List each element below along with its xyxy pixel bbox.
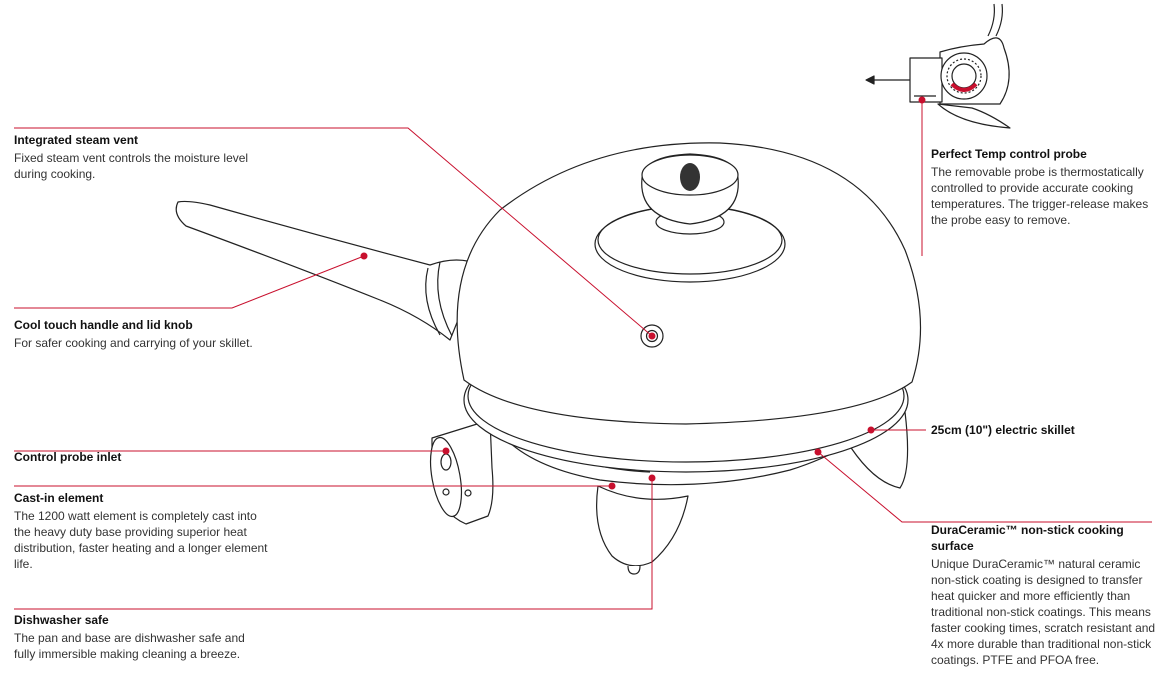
callout-description: Unique DuraCeramic™ natural ceramic non-… — [931, 557, 1156, 667]
callout-description: The pan and base are dishwasher safe and… — [14, 631, 245, 661]
leader-handle — [14, 255, 365, 309]
dot-element — [608, 482, 616, 490]
leader-steam-vent — [14, 127, 653, 337]
callout-title: Cast-in element — [14, 491, 104, 505]
leader-surface — [817, 451, 1152, 523]
back-leg — [845, 411, 909, 489]
dot-probe — [918, 96, 926, 104]
leader-dishwasher — [14, 478, 653, 610]
callout-title: Control probe inlet — [14, 450, 122, 464]
dot-steam-vent — [648, 332, 656, 340]
dot-surface — [814, 448, 822, 456]
dot-handle — [360, 252, 368, 260]
callout-title: Cool touch handle and lid knob — [14, 318, 193, 332]
callout-description: The 1200 watt element is completely cast… — [14, 509, 268, 571]
callout-dishwasher: Dishwasher safe The pan and base are dis… — [14, 612, 266, 662]
callout-probe: Perfect Temp control probe The removable… — [931, 146, 1161, 228]
cool-touch-handle — [175, 200, 481, 341]
callout-skillet: 25cm (10") electric skillet — [931, 423, 1075, 437]
callout-element: Cast-in element The 1200 watt element is… — [14, 490, 272, 572]
callout-probe-inlet: Control probe inlet — [14, 450, 121, 464]
callout-title: 25cm (10") electric skillet — [931, 423, 1075, 437]
callout-steam-vent: Integrated steam vent Fixed steam vent c… — [14, 132, 274, 182]
callout-surface: DuraCeramic™ non-stick cooking surface U… — [931, 522, 1163, 668]
dot-probe-inlet — [442, 447, 450, 455]
callout-title: DuraCeramic™ non-stick cooking surface — [931, 523, 1124, 553]
lid-dome — [456, 142, 922, 425]
dot-dishwasher — [648, 474, 656, 482]
callout-description: Fixed steam vent controls the moisture l… — [14, 151, 249, 181]
callout-title: Perfect Temp control probe — [931, 147, 1087, 161]
callout-description: The removable probe is thermostatically … — [931, 165, 1149, 227]
skillet-illustration — [175, 3, 1011, 575]
callout-description: For safer cooking and carrying of your s… — [14, 336, 253, 350]
front-leg — [596, 485, 689, 567]
callout-title: Integrated steam vent — [14, 133, 139, 147]
dot-skillet — [867, 426, 875, 434]
probe-illustration — [865, 3, 1011, 129]
callout-handle: Cool touch handle and lid knob For safer… — [14, 317, 294, 351]
callout-title: Dishwasher safe — [14, 613, 109, 627]
